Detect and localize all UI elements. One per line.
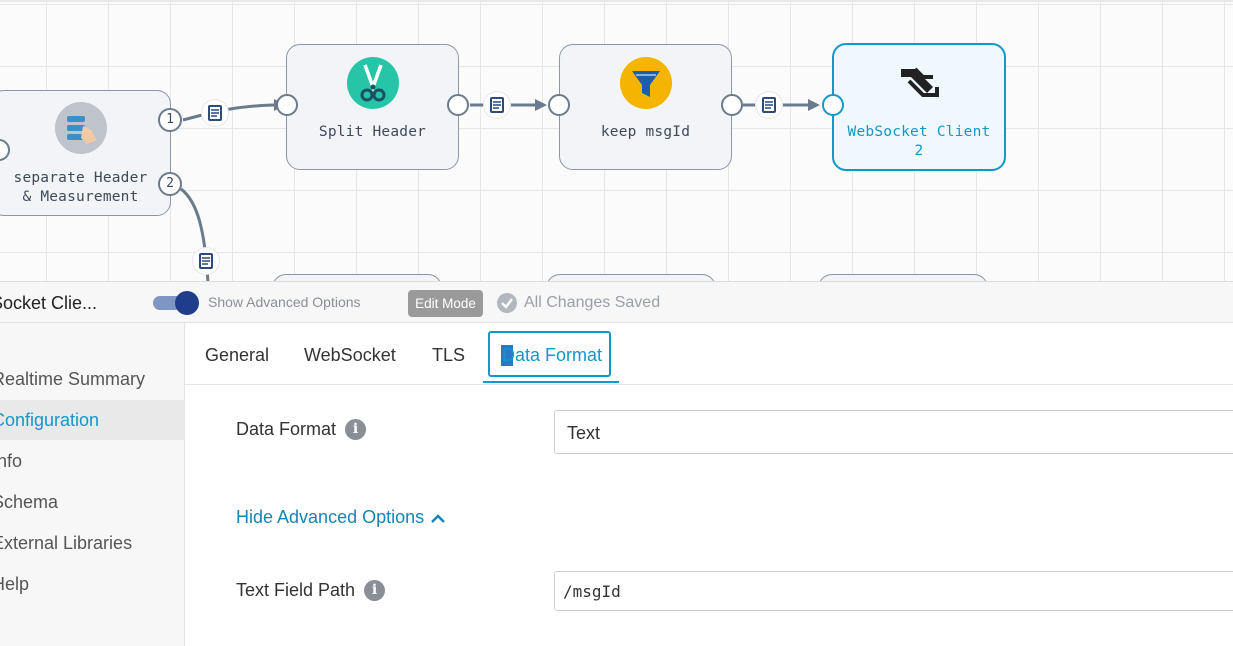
check-circle-icon [497,293,517,313]
stage-keep-msgid[interactable]: keep msgId [559,44,732,170]
show-advanced-label: Show Advanced Options [208,294,361,310]
arrowhead [808,99,820,111]
edit-mode-button[interactable]: Edit Mode [408,290,483,317]
active-tab-indicator [483,381,619,383]
sidebar-item-external-libraries[interactable]: External Libraries [0,533,133,553]
data-format-value: Text [567,423,601,443]
websocket-icon [893,57,945,109]
sidebar-item-info[interactable]: Info [0,451,23,471]
info-icon[interactable]: i [364,580,385,601]
data-format-label: Data Format [236,419,337,439]
stage-title: Socket Clie... [0,293,98,313]
output-port[interactable] [447,94,469,116]
stage-label: WebSocket Client [847,124,991,140]
sidebar-item-help[interactable]: Help [0,574,30,594]
document-icon[interactable] [202,100,228,126]
save-status: All Changes Saved [524,294,661,311]
sidebar-item-configuration[interactable]: Configuration [0,400,185,440]
stage-partial[interactable] [272,274,442,281]
stream-selector-icon [54,102,107,154]
stage-partial[interactable] [818,274,988,281]
tab-data-format[interactable]: Data Format [502,345,603,365]
text-field-path-value: /msgId [563,582,621,601]
sidebar-item-realtime-summary[interactable]: Realtime Summary [0,369,146,389]
funnel-icon [619,57,672,109]
input-port[interactable] [548,94,570,116]
scissors-icon [346,57,399,109]
stage-websocket-client-2[interactable]: WebSocket Client 2 [832,43,1006,171]
config-tabs: General WebSocket TLS [185,323,1233,385]
tab-websocket[interactable]: WebSocket [304,345,396,365]
tab-tls[interactable]: TLS [432,345,466,365]
data-format-select[interactable]: Text [554,410,1233,454]
output-port[interactable] [721,94,743,116]
stage-label: separate Header [13,170,148,186]
output-port-2[interactable]: 2 [158,172,182,196]
link-separate-to-split [182,103,275,122]
sidebar-item-schema[interactable]: Schema [0,492,59,512]
document-icon[interactable] [193,248,219,274]
text-selection-highlight [501,345,513,366]
tab-focus-outline [488,331,611,377]
info-icon[interactable]: i [345,419,366,440]
input-port[interactable] [822,94,844,116]
stage-label: Split Header [318,124,427,140]
pipeline-canvas[interactable]: separate Header & Measurement 1 2 Split … [0,0,1233,281]
text-field-path-input[interactable]: /msgId [554,571,1233,611]
stage-separate-header-measurement[interactable]: separate Header & Measurement [0,90,171,216]
stage-sidebar: Realtime Summary Configuration Info Sche… [0,323,185,646]
arrowhead [535,99,547,111]
text-field-path-label: Text Field Path [236,580,356,600]
hide-advanced-options-link[interactable]: Hide Advanced Options [236,507,425,527]
document-icon[interactable] [484,92,510,118]
stage-split-header[interactable]: Split Header [286,44,459,170]
tab-general[interactable]: General [205,345,270,365]
stage-label-line2: 2 [914,143,924,159]
show-advanced-toggle[interactable] [153,291,199,315]
chevron-up-icon[interactable] [430,511,446,525]
document-icon[interactable] [756,92,782,118]
stage-label-line2: & Measurement [22,189,139,205]
output-port-1[interactable]: 1 [158,108,182,132]
stage-label: keep msgId [600,124,691,140]
stage-partial[interactable] [546,274,716,281]
stage-toolbar: Socket Clie... Show Advanced Options Edi… [0,281,1233,323]
input-port[interactable] [276,94,298,116]
